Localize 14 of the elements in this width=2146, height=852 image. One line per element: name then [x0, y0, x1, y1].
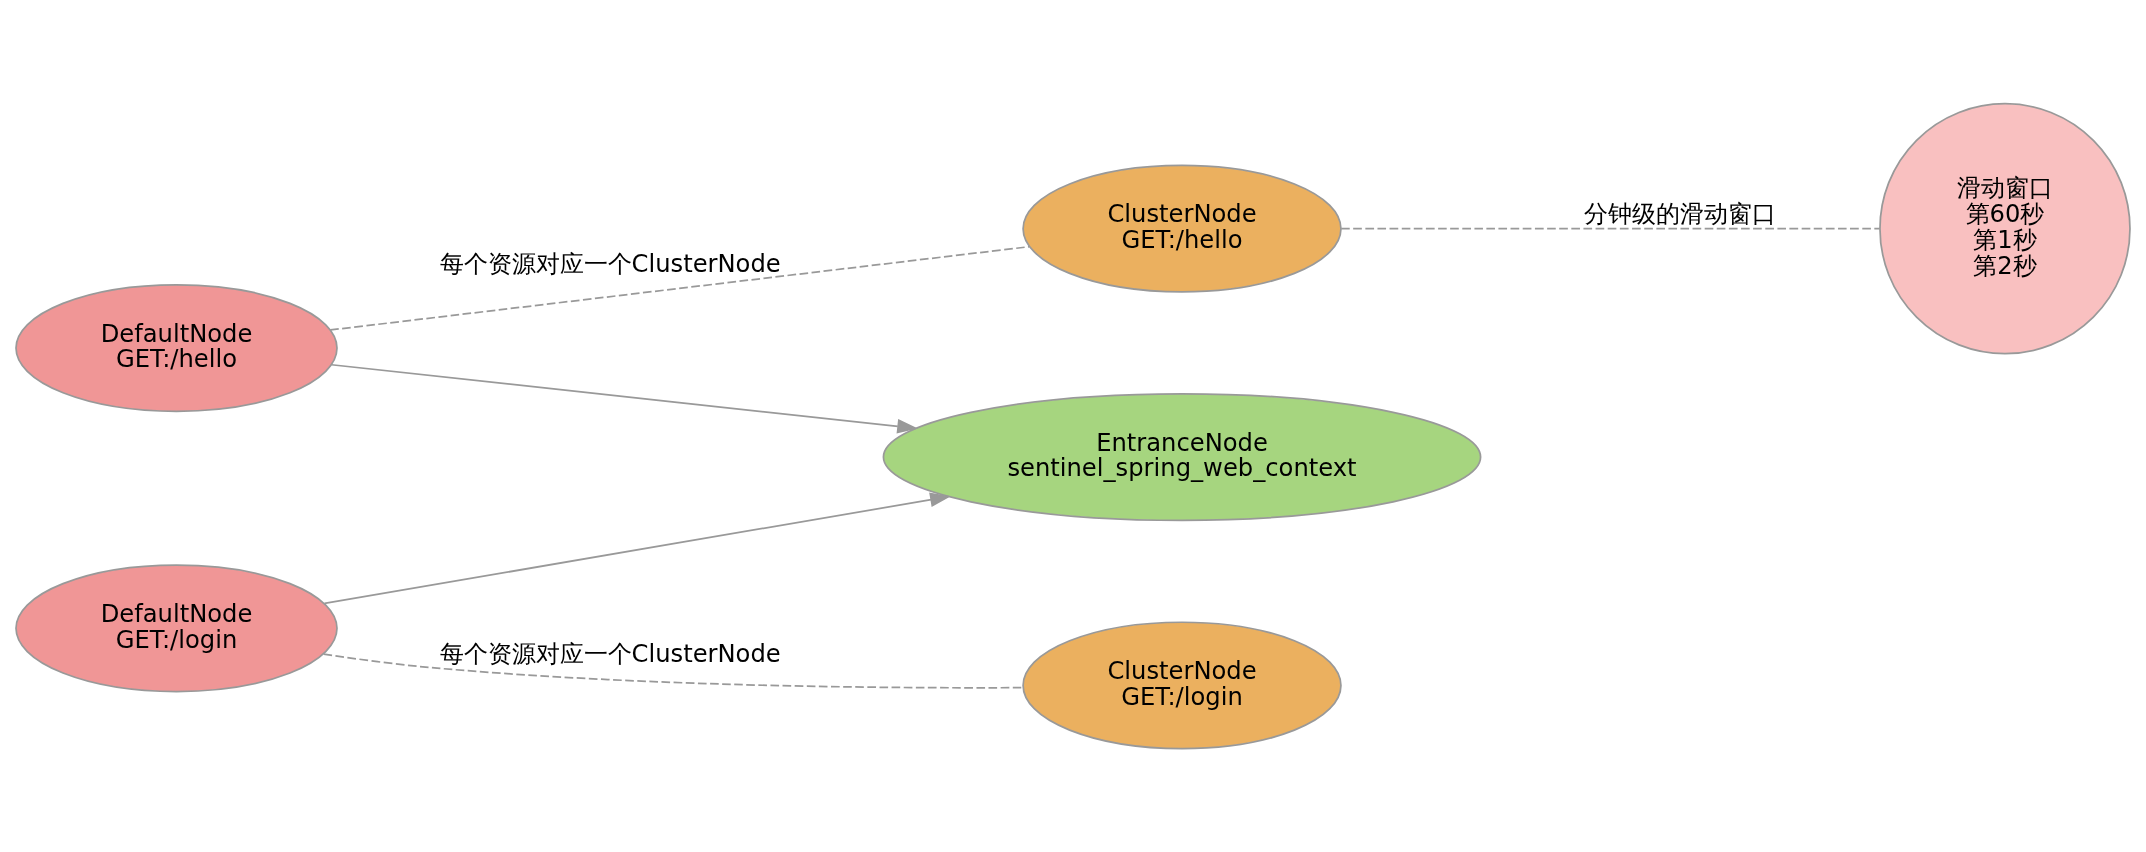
edge-label: 分钟级的滑动窗口: [1584, 199, 1777, 228]
edge-label: 每个资源对应一个ClusterNode: [439, 639, 781, 668]
connector: [329, 245, 1030, 331]
node-circle: 滑动窗口 第60秒 第1秒 第2秒: [1879, 102, 2131, 355]
connector: [322, 652, 1024, 689]
node-ellipse: ClusterNode GET:/login: [1022, 620, 1342, 750]
connector: [1340, 227, 1881, 230]
node-ellipse: ClusterNode GET:/hello: [1022, 164, 1342, 293]
arrow: [330, 363, 918, 434]
node-ellipse: EntranceNode sentinel_spring_web_context: [882, 392, 1482, 521]
node-ellipse: DefaultNode GET:/login: [15, 563, 338, 692]
arrow: [323, 492, 951, 604]
edge-label: 每个资源对应一个ClusterNode: [439, 249, 781, 278]
node-ellipse: DefaultNode GET:/hello: [15, 283, 338, 412]
